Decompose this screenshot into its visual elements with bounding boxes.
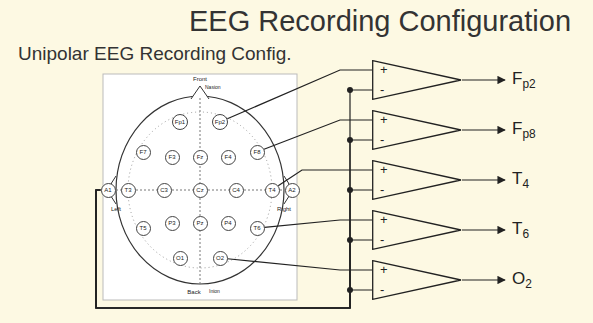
electrode-circle: P3 bbox=[165, 216, 180, 231]
electrode-circle: A2 bbox=[285, 183, 300, 198]
title: EEG Recording Configuration bbox=[170, 6, 590, 38]
electrode-circle: T6 bbox=[250, 221, 265, 236]
electrode-label: Fp2 bbox=[215, 119, 225, 125]
amplifier-shape bbox=[373, 211, 461, 250]
input-sign: + bbox=[380, 163, 388, 176]
input-sign: + bbox=[380, 263, 388, 276]
input-sign: - bbox=[380, 233, 384, 246]
output-wires bbox=[462, 80, 505, 280]
electrode-label: C4 bbox=[232, 187, 240, 193]
electrode-label: A2 bbox=[288, 187, 295, 193]
electrode-label: T4 bbox=[268, 187, 275, 193]
electrode-circle: F8 bbox=[250, 145, 265, 160]
channel-label: T6 bbox=[512, 220, 529, 241]
electrode-circle: Fp2 bbox=[212, 114, 228, 130]
amplifier-triangle: +- bbox=[372, 60, 462, 100]
electrode-label: Cz bbox=[196, 187, 203, 193]
head-label: Nasion bbox=[205, 85, 221, 91]
channel-label: O2 bbox=[512, 270, 532, 291]
output-arrow bbox=[462, 279, 505, 280]
output-arrow bbox=[462, 129, 505, 130]
electrode-label: F4 bbox=[224, 154, 231, 160]
electrode-circle: C3 bbox=[157, 183, 172, 198]
amplifier-shape bbox=[373, 261, 461, 300]
electrode-wire bbox=[96, 140, 372, 308]
channel-label: Fp2 bbox=[512, 70, 536, 91]
channel-label: Fp8 bbox=[512, 120, 536, 141]
electrode-label: T5 bbox=[139, 225, 146, 231]
electrode-circle: P4 bbox=[221, 216, 236, 231]
electrode-label: O1 bbox=[176, 255, 184, 261]
electrode-circle: C4 bbox=[229, 183, 244, 198]
amplifier-triangle: +- bbox=[372, 160, 462, 200]
inner-circle bbox=[128, 112, 272, 268]
input-sign: - bbox=[380, 283, 384, 296]
input-sign: + bbox=[380, 213, 388, 226]
input-sign: - bbox=[380, 183, 384, 196]
electrode-circle: Fp1 bbox=[172, 114, 188, 130]
amplifier-shape bbox=[373, 111, 461, 150]
electrode-circle: A1 bbox=[101, 183, 116, 198]
amplifier-shape bbox=[373, 61, 461, 100]
output-arrow bbox=[462, 179, 505, 180]
amplifier-triangle: +- bbox=[372, 260, 462, 300]
electrode-wire bbox=[96, 90, 372, 308]
amplifier-triangle: +- bbox=[372, 110, 462, 150]
electrode-label: O2 bbox=[216, 255, 224, 261]
electrode-circle: Pz bbox=[193, 216, 208, 231]
electrode-label: P4 bbox=[224, 220, 231, 226]
head-label: Inion bbox=[209, 289, 220, 295]
amplifier-triangle: +- bbox=[372, 210, 462, 250]
electrode-label: T3 bbox=[124, 187, 131, 193]
electrode-wire bbox=[96, 190, 372, 308]
electrode-circle: Fz bbox=[193, 150, 208, 165]
head-label: Back bbox=[187, 289, 200, 296]
electrode-circle: T3 bbox=[121, 183, 136, 198]
head-label: Front bbox=[193, 76, 207, 83]
electrode-circle: F4 bbox=[221, 150, 236, 165]
electrode-circle: O2 bbox=[213, 251, 228, 266]
electrode-wire bbox=[264, 220, 372, 227]
input-sign: + bbox=[380, 113, 388, 126]
electrode-label: T6 bbox=[253, 225, 260, 231]
electrode-circle: O1 bbox=[173, 251, 188, 266]
electrode-label: C3 bbox=[160, 187, 168, 193]
electrode-label: F7 bbox=[139, 149, 146, 155]
input-sign: - bbox=[380, 83, 384, 96]
electrode-circle: T5 bbox=[136, 221, 151, 236]
electrode-circle: T4 bbox=[265, 183, 280, 198]
head-label: Right bbox=[277, 206, 291, 213]
electrode-circle: F7 bbox=[136, 145, 151, 160]
electrode-wire bbox=[96, 190, 372, 308]
output-arrow bbox=[462, 229, 505, 230]
output-arrow bbox=[462, 79, 505, 80]
electrode-label: P3 bbox=[168, 220, 175, 226]
head-label: Left bbox=[111, 206, 121, 213]
electrode-circle: Cz bbox=[193, 183, 208, 198]
electrode-label: Fp1 bbox=[175, 119, 185, 125]
input-sign: - bbox=[380, 133, 384, 146]
electrode-label: F8 bbox=[253, 149, 260, 155]
electrode-label: A1 bbox=[104, 187, 111, 193]
amplifier-shape bbox=[373, 161, 461, 200]
electrode-label: F3 bbox=[168, 154, 175, 160]
channel-label: T4 bbox=[512, 170, 529, 191]
subtitle: Unipolar EEG Recording Config. bbox=[18, 44, 292, 65]
electrode-label: Fz bbox=[197, 154, 204, 160]
head-panel bbox=[103, 74, 297, 300]
electrode-circle: F3 bbox=[165, 150, 180, 165]
input-sign: + bbox=[380, 63, 388, 76]
electrode-label: Pz bbox=[196, 220, 203, 226]
head-outline bbox=[116, 96, 284, 284]
electrode-wire bbox=[96, 190, 372, 308]
electrode-wire bbox=[264, 120, 372, 149]
